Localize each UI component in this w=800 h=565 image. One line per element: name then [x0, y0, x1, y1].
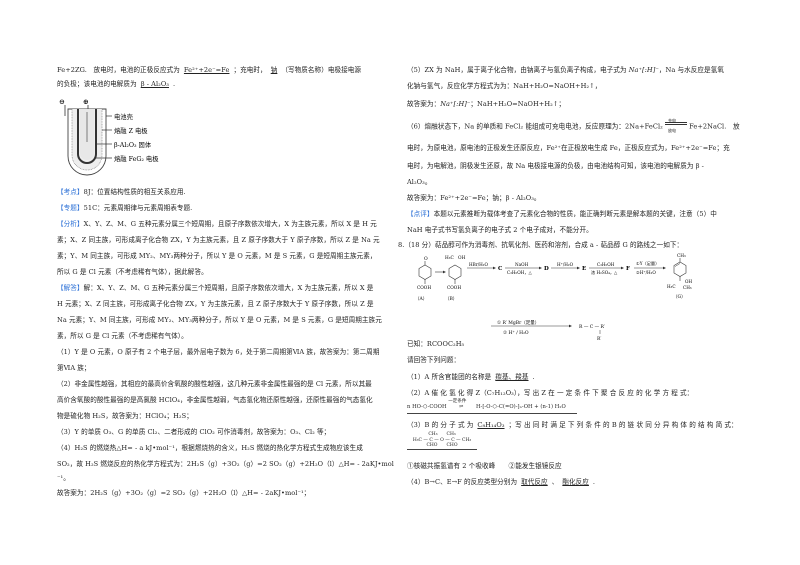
label-beta-alumina: β-Al₂O₃ 固体 [114, 140, 152, 149]
jieda-line: Na 元素；Y、M 同主族，可形成 MY₂、MY₃两种分子，所以 Y 是 O 元… [57, 316, 382, 324]
q6-line: 电时，为电解池，阴极发生还原，故 Na 电极接电源的负极，由电池结构可知，该电池… [407, 162, 704, 170]
dianping-line: 【点评】本题以元素推断为载体考查了元素化合物的性质，能正确判断元素是解本题的关键… [407, 210, 717, 218]
svg-text:C: C [498, 266, 503, 272]
svg-text:R — C — R′: R — C — R′ [579, 324, 605, 330]
q2-line: 物是硫化物 H₂S，故答案为：HClO₄；H₂S； [57, 412, 193, 420]
compound-b-structure: H₃C OH COOH （B） [445, 256, 466, 302]
answer-3-structure: CH₃ CH₃ H₃C — C — O — C — CH₃ CHO CHO [407, 432, 477, 450]
answer-2-question: （2）A 催 化 氢 化 得 Z（C₇H₁₂O₃），写 出 Z 在 一 定 条 … [407, 389, 694, 397]
q4-line: 故答案为：2H₂S（g）+3O₂（g）=2 SO₂（g）+2H₂O（l）△H= … [57, 489, 311, 497]
label-shell: 电池壳 [114, 112, 134, 121]
q6-line: 故答案为：Fe²⁺+2e⁻=Fe；钠；β - Al₂O₃。 [407, 194, 541, 202]
svg-text:①Y（足量）: ①Y（足量） [636, 260, 659, 267]
svg-text:H₃C OH: H₃C OH [445, 256, 466, 261]
fenxi-line: 【分析】X、Y、Z、M、G 五种元素分属三个短周期，且原子序数依次增大，X 为主… [57, 220, 377, 228]
svg-text:（G）: （G） [673, 294, 686, 300]
negative-terminal-icon: ⊖ [59, 98, 65, 106]
svg-text:O: O [424, 256, 428, 262]
q5-line: （5）ZX 为 NaH，属于离子化合物，由钠离子与氢负离子构成，电子式为 Na⁺… [407, 66, 724, 74]
jieda-line: 【解答】解：X、Y、Z、M、G 五种元素分属三个短周期，且原子序数依次增大，X … [57, 284, 374, 292]
synthesis-scheme: O COOH （A） H₃C OH COOH （B） HBr/H₂O C NaO… [415, 254, 692, 302]
fenxi-line: 所以 G 是 Cl 元素（不考虑稀有气体），据此解答。 [57, 268, 208, 276]
compound-g-structure: CH₃ H₃C OH CH₃ （G） [667, 254, 692, 300]
known-reaction: ① R′ MgBr（足量） ② H⁺ / H₂O OH R — C — R′ R… [491, 316, 607, 342]
svg-text:浓 H₂SO₄，△: 浓 H₂SO₄，△ [591, 269, 618, 276]
please-answer: 请回答下列问题： [407, 356, 461, 364]
answer-1: （1）A 所含官能团的名称是羰基、羧基. [407, 373, 535, 381]
svg-text:① R′ MgBr（足量）: ① R′ MgBr（足量） [497, 319, 539, 326]
q4-line: ⁻¹。 [57, 474, 70, 482]
q5-line: 故答案为：Na⁺[:H]⁻；NaH+H₂O=NaOH+H₂↑； [407, 100, 566, 108]
question-8-intro: 8.（18 分）萜品醇可作为消毒剂、抗氧化剂、医药和溶剂，合成 a - 萜品醇 … [398, 241, 684, 249]
positive-terminal-icon: ⊕ [83, 98, 89, 106]
svg-text:（B）: （B） [445, 296, 457, 302]
svg-text:②H⁺/H₂O: ②H⁺/H₂O [636, 270, 656, 275]
electron-formula: Na⁺[:H]⁻ [440, 100, 471, 108]
q3-line: （3）Y 的单质 O₃、G 的单质 Cl₂、二者形成的 ClO₂ 可作消毒剂，故… [57, 428, 331, 436]
svg-text:CH₃: CH₃ [683, 285, 692, 290]
dianping-line: NaH 电子式书写氢负离子的电子式 2 个电子成对，不能分开。 [407, 226, 593, 234]
q2-line: （2）非金属性越强，其相应的最高价含氧酸的酸性越强，这几种元素非金属性最强的是 … [57, 380, 372, 388]
jieda-line: H 元素；X、Z 同主族，可形成离子化合物 ZX，Y 为主族元素，且 Z 原子序… [57, 300, 374, 308]
q1-line: （1）Y 是 O 元素，O 原子有 2 个电子层，最外层电子数为 6，处于第二周… [57, 348, 380, 356]
answer-blank: 酯化反应 [562, 478, 589, 486]
svg-text:F: F [626, 266, 630, 272]
svg-text:E: E [582, 266, 586, 272]
svg-text:H⁺/H₂O: H⁺/H₂O [557, 262, 574, 267]
answer-4: （4）B→C、E→F 的反应类型分别为取代反应、酯化反应. [407, 478, 596, 486]
q1-line: 第ⅥA 族； [57, 364, 91, 372]
fenxi-line: 素；X、Z 同主族，可形成离子化合物 ZX，Y 为主族元素，且 Z 原子序数大于… [57, 236, 380, 244]
known-label: 已知：RCOOC₂H₅ [407, 340, 465, 348]
q5-line: 化钠与氢气，反应化学方程式为为：NaH+H₂O=NaOH+H₂↑， [407, 82, 602, 90]
svg-text:HBr/H₂O: HBr/H₂O [469, 262, 488, 267]
answer-blank: 羰基、羧基 [495, 373, 529, 381]
answer-blank: β - Al₂O₃ [140, 80, 169, 88]
q6-line: （6）熔融状态下，Na 的单质和 FeCl₂ 能组成可充电电池，反应原理为：2N… [407, 118, 740, 133]
label-feg2-electrode: 熔融 FeG₂ 电极 [114, 154, 159, 163]
answer-3-conditions: ①核磁共振氢谱有 2 个吸收峰 ②能发生银镜反应 [407, 462, 562, 470]
svg-text:NaOH: NaOH [515, 262, 529, 267]
kaodian-line: 【考点】8J：位置结构性质的相互关系应用. [57, 188, 186, 196]
svg-text:D: D [544, 266, 549, 272]
jieda-line: 素，所以 G 是 Cl 元素（不考虑稀有气体）。 [57, 332, 188, 340]
svg-text:② H⁺ / H₂O: ② H⁺ / H₂O [503, 330, 529, 336]
svg-text:C₂H₅OH，△: C₂H₅OH，△ [507, 270, 532, 276]
zhuanti-line: 【专题】51C：元素周期律与元素周期表专题. [57, 204, 193, 212]
svg-text:COOH: COOH [447, 286, 461, 291]
svg-text:R′: R′ [597, 336, 601, 342]
fenxi-line: 素；Y、M 同主族，可形成 MY₂、MY₃两种分子，所以 Y 是 O 元素，M … [57, 252, 377, 260]
electron-formula: Na⁺[:H]⁻ [628, 66, 659, 74]
q6-line: 电时，为原电池，原电池的正极发生还原反应，Fe²⁺在正极放电生成 Fe，正极反应… [407, 144, 730, 152]
answer-blank: C₈H₁₄O₃ [477, 421, 505, 429]
answer-blank: Fe²⁺+2e⁻=Fe [183, 66, 230, 74]
svg-text:COOH: COOH [417, 286, 431, 291]
answer-blank: 钠 [270, 66, 278, 74]
q4-line: （4）H₂S 的燃烧热△H= - a kJ•mol⁻¹，根据燃烧热的含义，H₂S… [57, 444, 363, 452]
battery-diagram: ⊖ ⊕ 电池壳 熔融 Z 电极 β-Al₂O₃ 固体 熔融 FeG₂ 电极 [59, 98, 159, 176]
svg-text:（A）: （A） [415, 296, 427, 302]
q4-line: SO₂，故 H₂S 燃烧反应的热化学方程式为：2H₂S（g）+3O₂（g）=2 … [57, 460, 394, 468]
q6-line: Al₂O₃。 [407, 178, 432, 186]
label-z-electrode: 熔融 Z 电极 [114, 126, 148, 135]
answer-blank: 取代反应 [521, 478, 548, 486]
compound-a-structure: O COOH （A） [415, 256, 431, 302]
svg-text:H₃C: H₃C [667, 284, 676, 289]
svg-text:OH: OH [685, 279, 692, 284]
q2-line: 高价含氧酸的酸性最强的是高氯酸 HClO₄，非金属性越弱，气态氢化物还原性越强，… [57, 396, 373, 404]
reversible-arrow: 充电 放电 [664, 118, 687, 133]
svg-text:CH₃: CH₃ [677, 254, 686, 259]
answer-2-equation: n HO-⬡-COOH 一定条件⇌ H-[-O-⬡-C(=O)-]ₙ-OH + … [407, 399, 577, 414]
svg-text:OH: OH [599, 316, 607, 317]
svg-text:C₂H₅OH: C₂H₅OH [597, 262, 615, 267]
